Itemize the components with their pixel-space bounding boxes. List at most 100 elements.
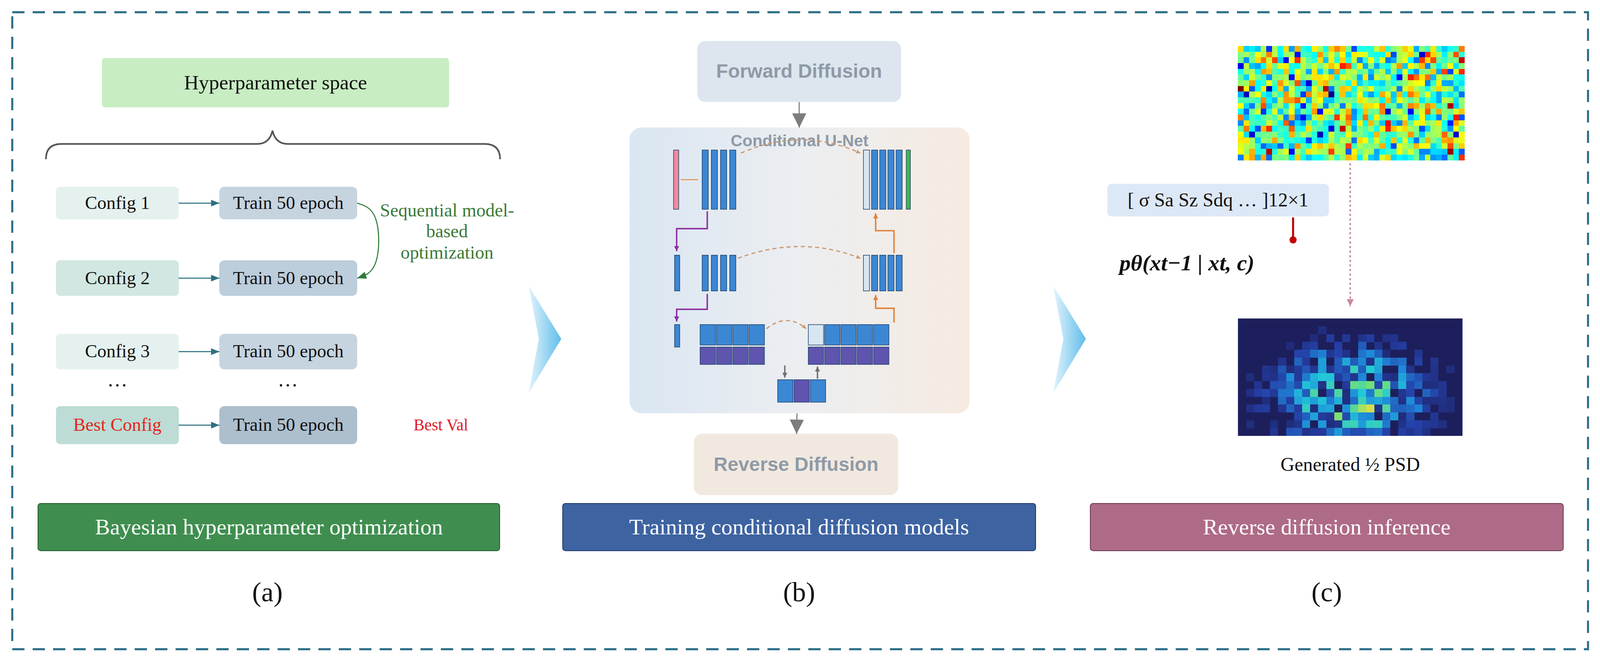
noise-cell bbox=[1305, 103, 1312, 110]
psd-cell bbox=[1342, 404, 1351, 413]
hyperparameter-box: Hyperparameter space bbox=[101, 58, 450, 107]
noise-cell bbox=[1373, 103, 1380, 110]
noise-cell bbox=[1413, 45, 1420, 52]
noise-cell bbox=[1328, 154, 1335, 161]
psd-cell bbox=[1374, 373, 1383, 381]
psd-cell bbox=[1422, 396, 1431, 405]
psd-cell bbox=[1398, 380, 1407, 389]
train-box: Train 50 epoch bbox=[219, 186, 358, 220]
noise-cell bbox=[1379, 86, 1386, 92]
noise-cell bbox=[1396, 97, 1403, 104]
noise-cell bbox=[1266, 63, 1273, 69]
noise-cell bbox=[1237, 143, 1244, 150]
noise-cell bbox=[1351, 74, 1358, 81]
noise-cell bbox=[1356, 45, 1363, 52]
psd-cell bbox=[1342, 396, 1351, 405]
noise-cell bbox=[1254, 137, 1261, 144]
node-text: Reverse diffusion inference bbox=[1202, 514, 1451, 540]
noise-cell bbox=[1351, 97, 1358, 104]
noise-cell bbox=[1385, 51, 1392, 58]
noise-cell bbox=[1254, 125, 1261, 132]
noise-cell bbox=[1323, 137, 1329, 144]
noise-cell bbox=[1373, 45, 1380, 52]
noise-cell bbox=[1334, 68, 1341, 75]
noise-cell bbox=[1402, 108, 1409, 115]
noise-cell bbox=[1288, 137, 1295, 144]
noise-cell bbox=[1277, 114, 1284, 121]
psd-cell bbox=[1374, 365, 1383, 374]
noise-cell bbox=[1237, 103, 1244, 110]
noise-cell bbox=[1447, 97, 1454, 104]
noise-cell bbox=[1453, 103, 1460, 110]
noise-cell bbox=[1294, 45, 1301, 52]
noise-cell bbox=[1283, 63, 1290, 69]
psd-cell bbox=[1366, 349, 1374, 358]
noise-cell bbox=[1334, 97, 1341, 104]
noise-cell bbox=[1436, 114, 1443, 121]
noise-cell bbox=[1328, 57, 1335, 64]
noise-cell bbox=[1317, 137, 1324, 144]
node-text: Train 50 epoch bbox=[233, 341, 344, 362]
noise-cell bbox=[1424, 114, 1431, 121]
noise-cell bbox=[1385, 137, 1392, 144]
noise-cell bbox=[1379, 131, 1386, 138]
noise-cell bbox=[1373, 125, 1380, 132]
noise-cell bbox=[1424, 108, 1431, 115]
noise-cell bbox=[1419, 63, 1425, 69]
noise-cell bbox=[1305, 51, 1312, 58]
noise-cell bbox=[1390, 103, 1397, 110]
noise-cell bbox=[1356, 63, 1363, 69]
psd-cell bbox=[1318, 326, 1326, 335]
noise-cell bbox=[1283, 125, 1290, 132]
psd-cell bbox=[1302, 349, 1311, 358]
noise-cell bbox=[1345, 74, 1352, 81]
noise-cell bbox=[1277, 148, 1284, 155]
noise-cell bbox=[1288, 114, 1295, 121]
noise-cell bbox=[1260, 91, 1267, 98]
noise-cell bbox=[1430, 120, 1437, 127]
psd-cell bbox=[1334, 373, 1343, 381]
noise-cell bbox=[1328, 125, 1335, 132]
psd-cell bbox=[1358, 427, 1367, 436]
noise-cell bbox=[1351, 45, 1358, 52]
noise-cell bbox=[1419, 114, 1425, 121]
psd-cell bbox=[1406, 396, 1415, 405]
noise-cell bbox=[1317, 51, 1324, 58]
noise-cell bbox=[1260, 57, 1267, 64]
noise-cell bbox=[1328, 91, 1335, 98]
psd-cell bbox=[1342, 380, 1351, 389]
noise-cell bbox=[1413, 125, 1420, 132]
noise-cell bbox=[1288, 97, 1295, 104]
noise-cell bbox=[1260, 97, 1267, 104]
noise-cell bbox=[1390, 148, 1397, 155]
psd-cell bbox=[1286, 380, 1295, 389]
noise-cell bbox=[1260, 63, 1267, 69]
noise-cell bbox=[1453, 125, 1460, 132]
noise-cell bbox=[1351, 114, 1358, 121]
noise-cell bbox=[1237, 68, 1244, 75]
noise-cell bbox=[1453, 68, 1460, 75]
psd-cell bbox=[1422, 373, 1431, 381]
psd-cell bbox=[1350, 388, 1359, 397]
noise-cell bbox=[1407, 148, 1414, 155]
noise-cell bbox=[1272, 86, 1278, 92]
psd-cell bbox=[1318, 404, 1326, 413]
psd-cell bbox=[1342, 365, 1351, 374]
noise-cell bbox=[1288, 148, 1295, 155]
noise-cell bbox=[1334, 114, 1341, 121]
noise-cell bbox=[1407, 125, 1414, 132]
psd-cell bbox=[1286, 427, 1295, 436]
noise-cell bbox=[1311, 131, 1318, 138]
noise-cell bbox=[1419, 45, 1425, 52]
noise-cell bbox=[1441, 86, 1448, 92]
noise-cell bbox=[1458, 91, 1465, 98]
noise-cell bbox=[1368, 143, 1374, 150]
noise-cell bbox=[1249, 91, 1255, 98]
noise-cell bbox=[1300, 68, 1307, 75]
psd-cell bbox=[1374, 349, 1383, 358]
psd-cell bbox=[1286, 420, 1295, 429]
noise-cell bbox=[1390, 68, 1397, 75]
noise-cell bbox=[1266, 114, 1273, 121]
psd-cell bbox=[1382, 396, 1391, 405]
psd-cell bbox=[1310, 380, 1319, 389]
